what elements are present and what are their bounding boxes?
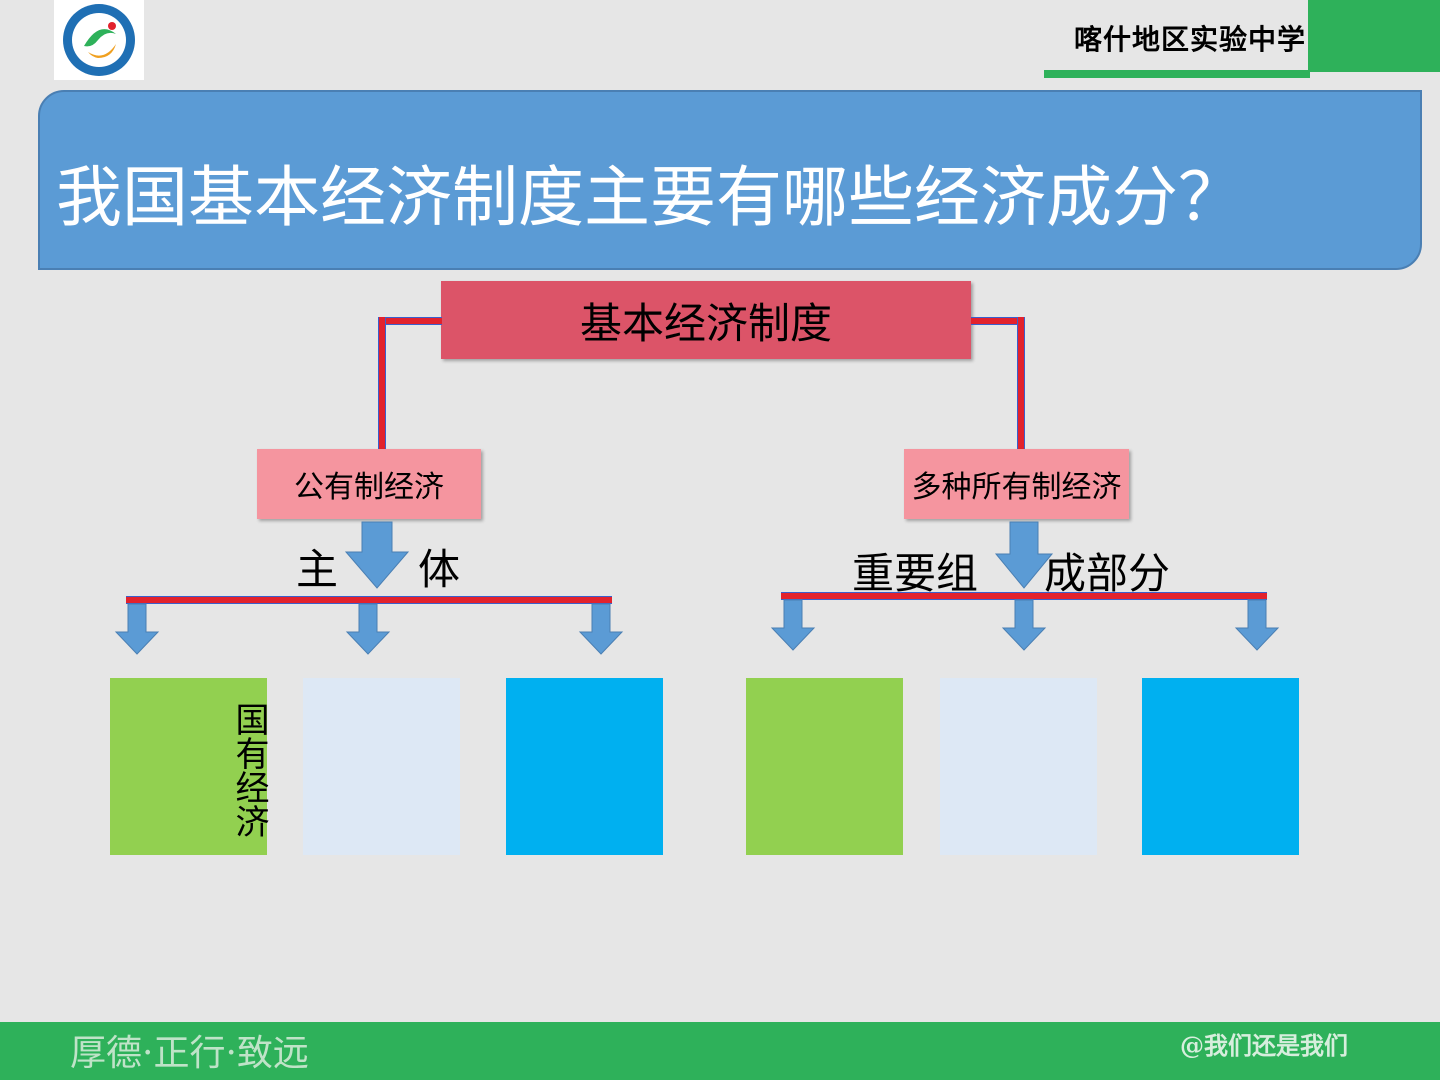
- role-important-left: 重要组: [852, 549, 979, 598]
- connector-root-right-v: [1017, 317, 1025, 449]
- connector-root-right-h: [971, 317, 1025, 325]
- connector-root-left-h: [378, 317, 442, 325]
- leaf-state-economy: [110, 678, 267, 855]
- school-logo: [54, 0, 144, 80]
- footer-handle: @我们还是我们: [1180, 1031, 1348, 1060]
- leaf-left-2: [303, 678, 460, 855]
- school-logo-icon: [63, 4, 135, 76]
- header-underline: [1044, 70, 1310, 78]
- arrow-down-icon: [770, 599, 816, 651]
- arrow-down-icon: [578, 603, 624, 655]
- header-corner-block: [1308, 0, 1440, 72]
- multi-ownership-node: 多种所有制经济: [904, 449, 1129, 519]
- arrow-down-icon: [345, 603, 391, 655]
- role-main-left: 主: [296, 545, 339, 594]
- title-banner: [38, 90, 1422, 270]
- leaf-left-3: [506, 678, 663, 855]
- leaf-right-3: [1142, 678, 1299, 855]
- arrow-down-icon: [1234, 599, 1280, 651]
- footer-motto: 厚德·正行·致远: [70, 1033, 309, 1074]
- arrow-down-icon: [114, 603, 160, 655]
- connector-root-left-v: [378, 317, 386, 449]
- role-main-right: 体: [418, 545, 461, 594]
- public-ownership-label: 公有制经济: [294, 470, 444, 505]
- leaf-right-1: [746, 678, 903, 855]
- root-node: 基本经济制度: [441, 281, 971, 359]
- footer-bar: [0, 1022, 1440, 1080]
- leaf-state-economy-label: 国有经济: [229, 702, 269, 838]
- slide-title: 我国基本经济制度主要有哪些经济成分？: [56, 159, 1244, 236]
- role-important-right: 成部分: [1044, 549, 1171, 598]
- school-name: 喀什地区实验中学: [1073, 23, 1306, 56]
- public-ownership-node: 公有制经济: [257, 449, 481, 519]
- leaf-right-2: [940, 678, 1097, 855]
- arrow-down-icon: [344, 521, 410, 589]
- arrow-down-icon: [1001, 599, 1047, 651]
- root-node-label: 基本经济制度: [579, 298, 832, 348]
- arrow-down-icon: [994, 521, 1054, 589]
- multi-ownership-label: 多种所有制经济: [911, 470, 1122, 505]
